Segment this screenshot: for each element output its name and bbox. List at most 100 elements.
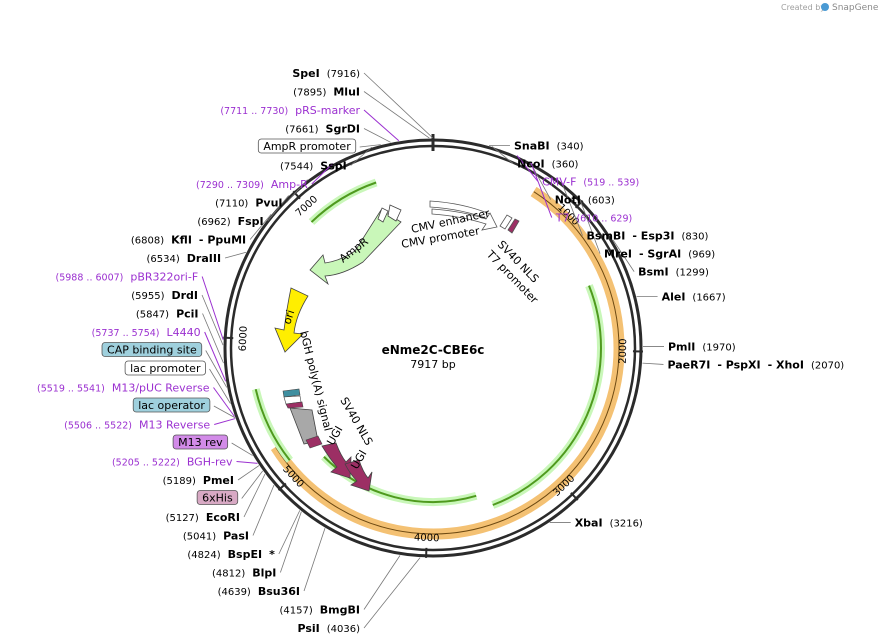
his-tag-block xyxy=(285,401,304,409)
leader-line xyxy=(363,91,430,139)
site-label-part: MluI xyxy=(333,86,360,99)
leader-line xyxy=(201,276,224,340)
ori-arrow xyxy=(274,287,309,353)
site-label-part: PmeI xyxy=(203,474,234,487)
site-label-part: (610 .. 629) xyxy=(576,214,632,225)
site-label-part: - XhoI xyxy=(768,358,804,371)
leader-line xyxy=(516,155,539,182)
site-label-part: (340) xyxy=(557,142,584,153)
leader-line xyxy=(642,362,664,365)
sv40-nls-bottom-label: SV40 NLS xyxy=(337,395,375,448)
site-label-4157-bmgbi: (4157)BmgBI xyxy=(280,604,360,617)
site-label-7895-mlui: (7895)MluI xyxy=(293,86,360,99)
feature-box xyxy=(101,342,203,357)
site-label-6534-draiii: (6534)DraIII xyxy=(147,252,222,265)
leader-line xyxy=(201,294,224,346)
site-label-part: BlpI xyxy=(252,567,276,580)
plasmid-name: eNme2C-CBE6c xyxy=(382,343,485,357)
plasmid-length: 7917 bp xyxy=(410,358,455,371)
site-label-part: (4812) xyxy=(212,569,245,580)
site-label-part: (4157) xyxy=(280,606,313,617)
site-label-part: KflI xyxy=(171,234,192,247)
site-label-part: - SgrAI xyxy=(639,248,681,261)
site-label-part: pRS-marker xyxy=(295,104,360,117)
leader-line xyxy=(561,181,583,236)
site-label-part: (5506 .. 5522) xyxy=(64,421,132,432)
leader-line xyxy=(237,465,260,481)
site-label-psii-4036: PsiI(4036) xyxy=(297,622,360,635)
site-label-cap-binding-site: CAP binding site xyxy=(101,342,203,357)
sv40-nls-top-block xyxy=(499,214,513,230)
site-label-part: L4440 xyxy=(167,326,201,339)
sv40-nls-bottom-block xyxy=(305,435,323,449)
site-label-ampr-promoter: AmpR promoter xyxy=(257,138,357,154)
leader-line xyxy=(267,195,289,222)
leader-line xyxy=(202,313,224,364)
ori-label: ori xyxy=(280,308,297,326)
site-label-part: PaeR7I xyxy=(667,358,710,371)
site-label-part: MreI xyxy=(604,248,632,261)
site-label-part: SgrDI xyxy=(326,123,360,136)
leader-line xyxy=(491,146,514,164)
site-label-ncoi-360: NcoI(360) xyxy=(517,158,578,171)
leader-line xyxy=(286,179,308,203)
watermark-brand: SnapGene xyxy=(832,3,879,13)
site-label-pmli-1970: PmlI(1970) xyxy=(668,340,736,353)
ampr-arrow xyxy=(309,209,402,286)
leader-line xyxy=(363,72,434,139)
leader-line xyxy=(243,473,266,518)
site-label-4639-bsu36i: (4639)Bsu36I xyxy=(218,585,300,598)
site-label-cmv-f-519-539: CMV-F(519 .. 539) xyxy=(542,176,639,189)
site-label-part: pBR322ori-F xyxy=(130,271,198,284)
site-label-part: FspI xyxy=(238,215,264,228)
feature-box-label: CAP binding site xyxy=(107,344,197,357)
site-label-part: (7711 .. 7730) xyxy=(220,106,288,117)
site-label-part: PmlI xyxy=(668,340,695,353)
site-label-part: (5189) xyxy=(163,476,196,487)
site-label-part: (5737 .. 5754) xyxy=(92,328,160,339)
site-label-part: - PpuMI xyxy=(199,234,246,247)
leader-line xyxy=(278,510,301,555)
leader-line xyxy=(280,511,302,573)
tick-mark xyxy=(292,190,301,200)
site-label-part: (5041) xyxy=(183,532,216,543)
lac-operator-block xyxy=(282,388,301,398)
site-label-part: T7 xyxy=(555,212,570,225)
site-label-lac-operator: lac operator xyxy=(132,397,211,413)
site-label-5955-drdi: (5955)DrdI xyxy=(131,289,198,302)
tick-mark xyxy=(574,200,584,209)
site-label-part: (603) xyxy=(588,196,615,207)
site-label-part: NcoI xyxy=(517,158,544,171)
site-label-part: (7661) xyxy=(285,125,318,136)
site-label-part: (1299) xyxy=(676,268,709,279)
site-label-part: (5847) xyxy=(136,310,169,321)
leader-line xyxy=(209,368,231,404)
site-label-part: (4639) xyxy=(218,587,251,598)
ugi-label-2: UGI xyxy=(348,448,369,472)
tick-label: 6000 xyxy=(238,326,250,352)
site-label-6808-kfli-ppumi: (6808)KflI- PpuMI xyxy=(131,234,246,247)
feature-box xyxy=(124,360,206,376)
site-label-xbai-3216: XbaI(3216) xyxy=(575,517,643,530)
tick-mark xyxy=(570,492,579,501)
site-label-part: PasI xyxy=(223,530,249,543)
tick-label: 2000 xyxy=(618,338,629,364)
site-label-part: (5988 .. 6007) xyxy=(56,273,124,284)
site-label-4812-blpi: (4812) BlpI xyxy=(212,567,276,580)
site-label-7544-sspi: (7544)SspI xyxy=(280,160,347,173)
site-label-part: (5955) xyxy=(131,291,164,302)
site-label-part: (4036) xyxy=(327,624,360,635)
site-label-5506-5522-m13-reverse: (5506 .. 5522) M13 Reverse xyxy=(64,419,210,432)
leader-line xyxy=(612,239,635,272)
leader-line xyxy=(363,557,421,629)
site-label-part: M13 Reverse xyxy=(139,419,210,432)
site-labels: SnaBI(340)NcoI(360)CMV-F(519 .. 539)NotI… xyxy=(37,67,844,635)
feature-box xyxy=(196,490,239,505)
cds-orange-arc-core xyxy=(275,191,620,535)
ugi-arrow-2 xyxy=(344,459,373,492)
cmv-promoter-arrow xyxy=(431,208,498,231)
site-label-4824-bspei: (4824)BspEI* xyxy=(187,548,275,561)
site-label-6962-fspi: (6962)FspI xyxy=(197,215,263,228)
tick-mark xyxy=(277,482,287,491)
site-label-7711-7730-prs-marker: (7711 .. 7730) pRS-marker xyxy=(220,104,360,117)
